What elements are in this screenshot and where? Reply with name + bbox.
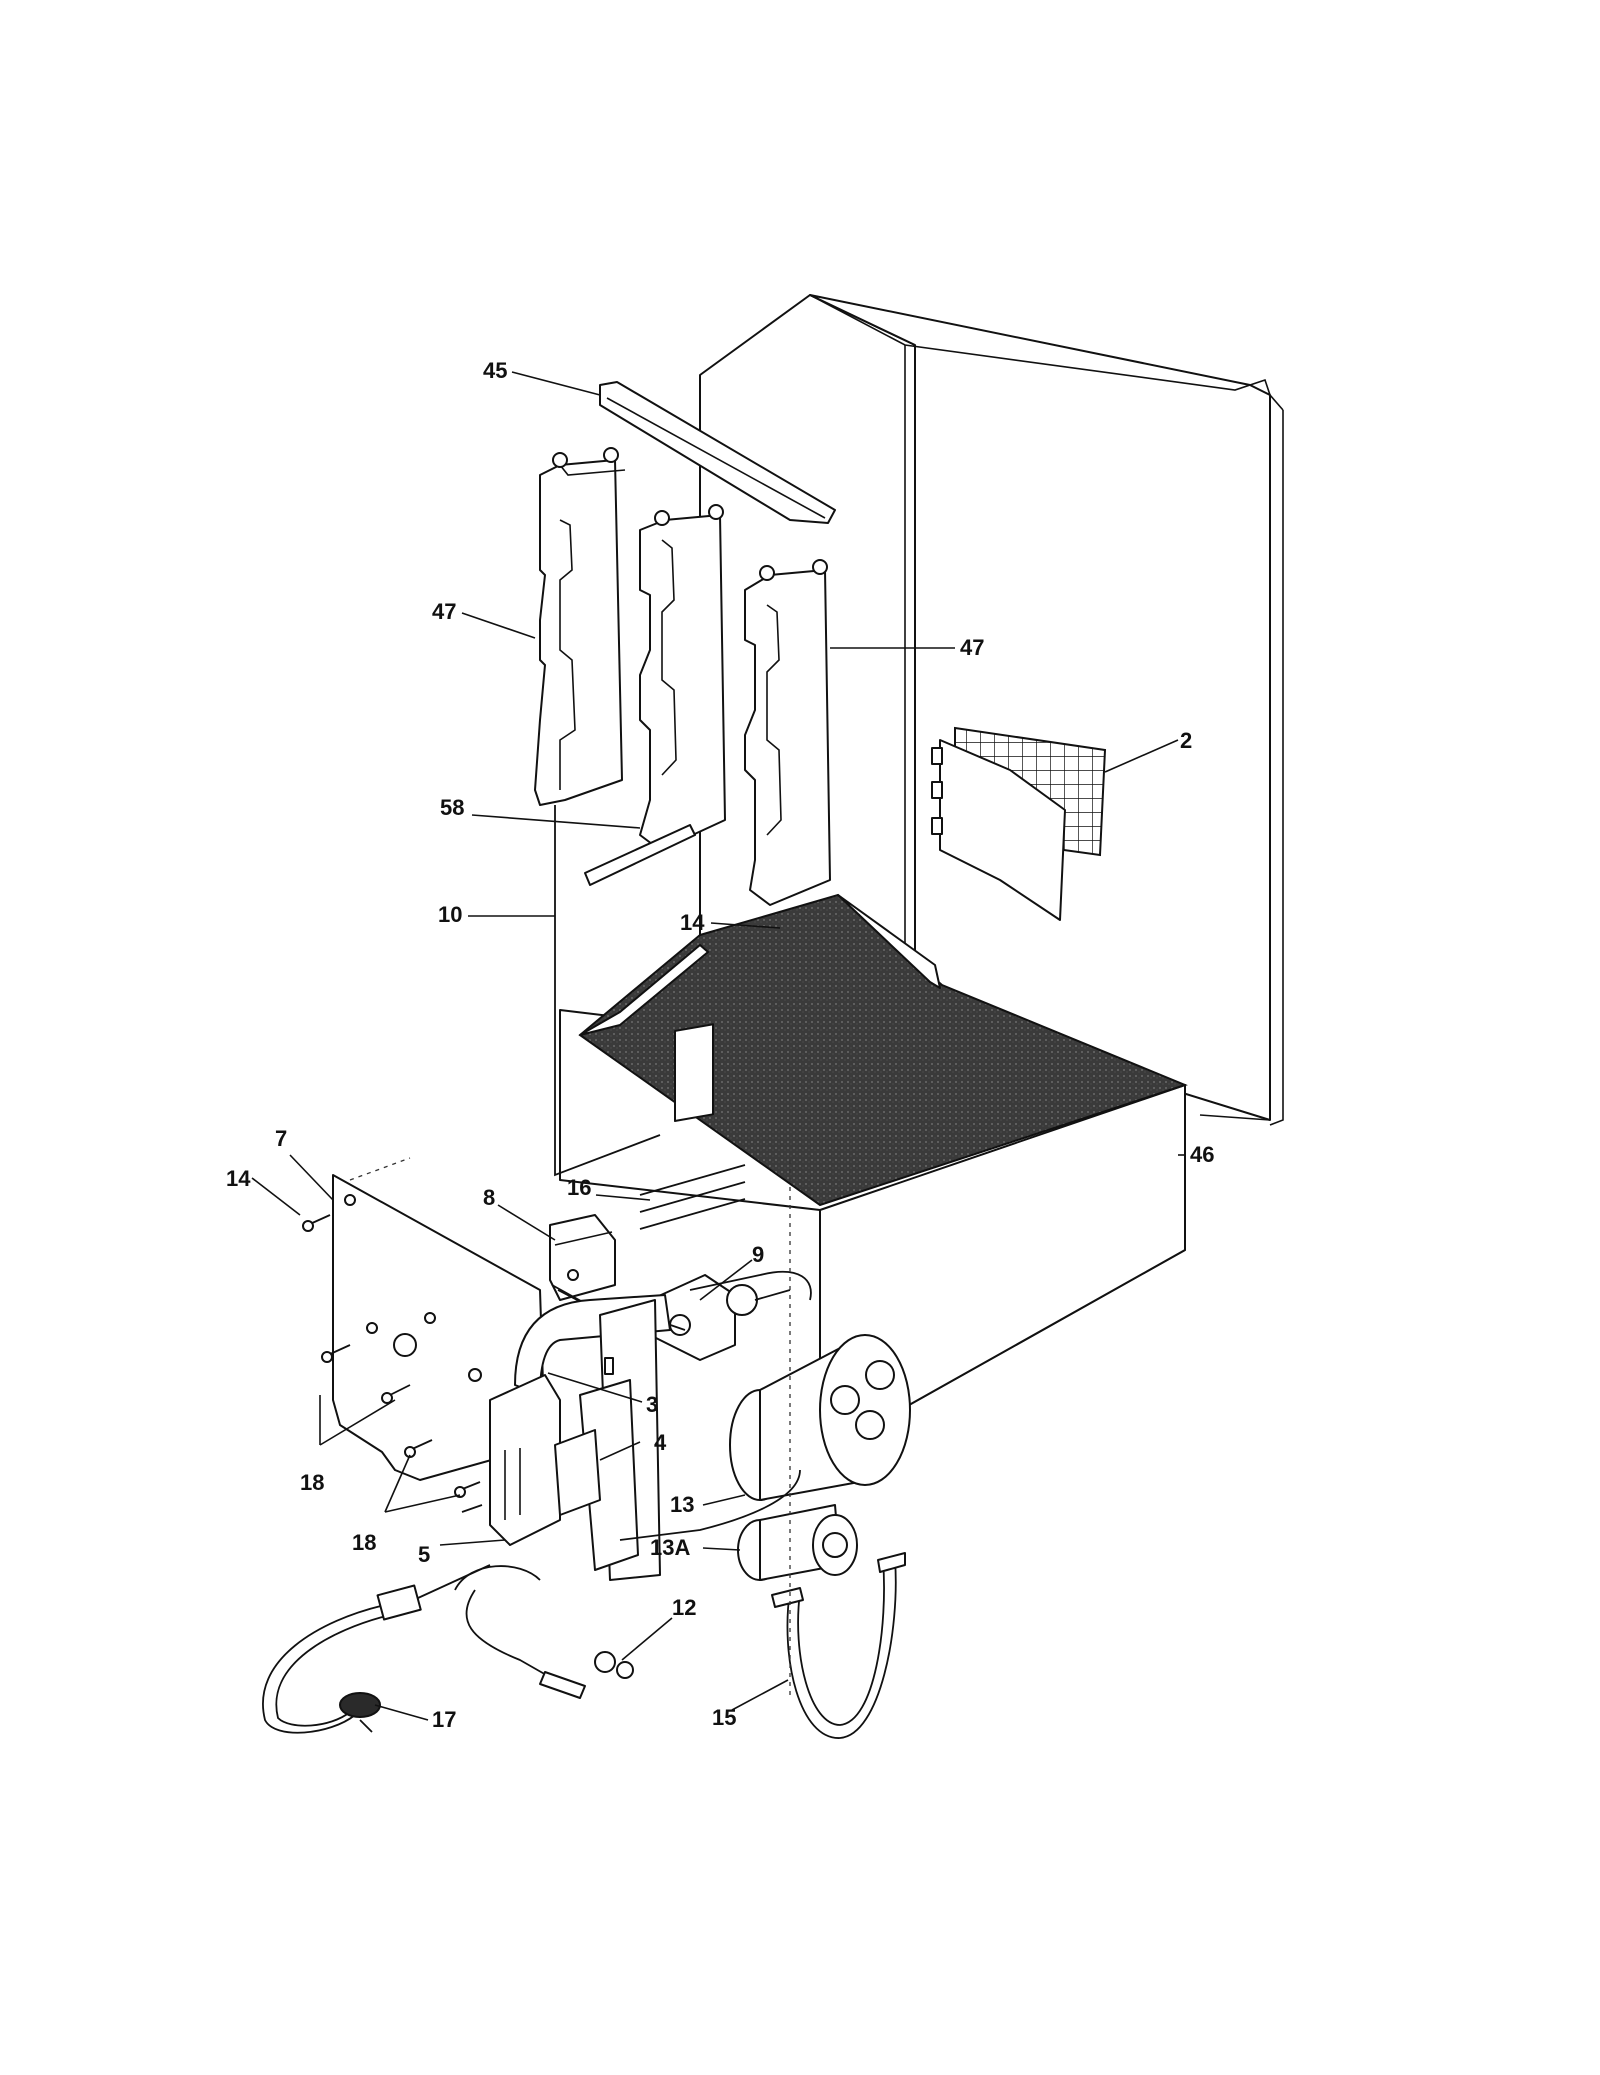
callout-10: 10 <box>438 902 462 927</box>
callout-15: 15 <box>712 1705 736 1730</box>
leader-lines <box>251 371 1185 1721</box>
callout-18-lower: 18 <box>352 1530 376 1555</box>
capacitor-13a <box>737 1504 858 1581</box>
callout-labels: 45 47 47 2 58 10 14 46 7 14 8 16 9 3 4 1… <box>226 358 1214 1732</box>
callout-16: 16 <box>567 1175 591 1200</box>
bottom-bar <box>584 824 696 886</box>
bracket-16 <box>639 1023 746 1230</box>
callout-47-left: 47 <box>432 599 456 624</box>
callout-13a: 13A <box>650 1535 690 1560</box>
callout-8: 8 <box>483 1185 495 1210</box>
callout-12: 12 <box>672 1595 696 1620</box>
mounting-strap-15 <box>771 1552 906 1739</box>
callout-3: 3 <box>646 1392 658 1417</box>
side-panel-middle <box>639 504 726 851</box>
callout-13: 13 <box>670 1492 694 1517</box>
power-cord <box>262 1564 541 1734</box>
dark-filter-pad <box>578 893 1188 1207</box>
side-panel-right <box>744 559 831 906</box>
callout-4: 4 <box>654 1430 667 1455</box>
callout-17: 17 <box>432 1707 456 1732</box>
callout-45: 45 <box>483 358 507 383</box>
callout-58: 58 <box>440 795 464 820</box>
wiring <box>619 1160 812 1700</box>
side-panel-10 <box>554 805 661 1177</box>
control-bracket-4 <box>489 1374 601 1546</box>
callout-18-upper: 18 <box>300 1470 324 1495</box>
screws <box>302 1214 483 1513</box>
callout-14-left: 14 <box>226 1166 251 1191</box>
thermostat-12 <box>465 1589 634 1699</box>
callout-46: 46 <box>1190 1142 1214 1167</box>
callout-47-right: 47 <box>960 635 984 660</box>
capacitor-13 <box>729 1334 911 1501</box>
callout-2: 2 <box>1180 728 1192 753</box>
side-panel-left <box>534 447 626 806</box>
filter-screen <box>931 726 1107 921</box>
callout-14-top: 14 <box>680 910 705 935</box>
top-bracket <box>599 381 836 524</box>
callout-9: 9 <box>752 1242 764 1267</box>
callout-7: 7 <box>275 1126 287 1151</box>
timer-9 <box>649 1274 791 1361</box>
control-box-3 <box>514 1294 671 1581</box>
callout-5: 5 <box>418 1542 430 1567</box>
switch-8 <box>549 1214 616 1313</box>
